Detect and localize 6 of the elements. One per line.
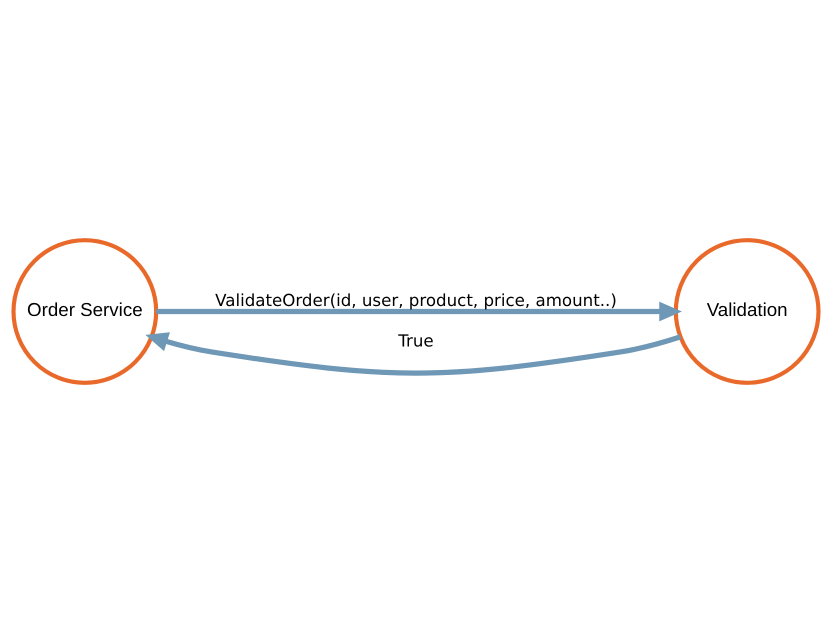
node-circle: Validation [674, 238, 821, 385]
node-circle: Order Service [11, 238, 158, 385]
arrow [156, 302, 682, 322]
edge-label: ValidateOrder(id, user, product, price, amount..) [215, 291, 617, 310]
arrow [145, 332, 682, 376]
edge-label: True [398, 332, 434, 351]
